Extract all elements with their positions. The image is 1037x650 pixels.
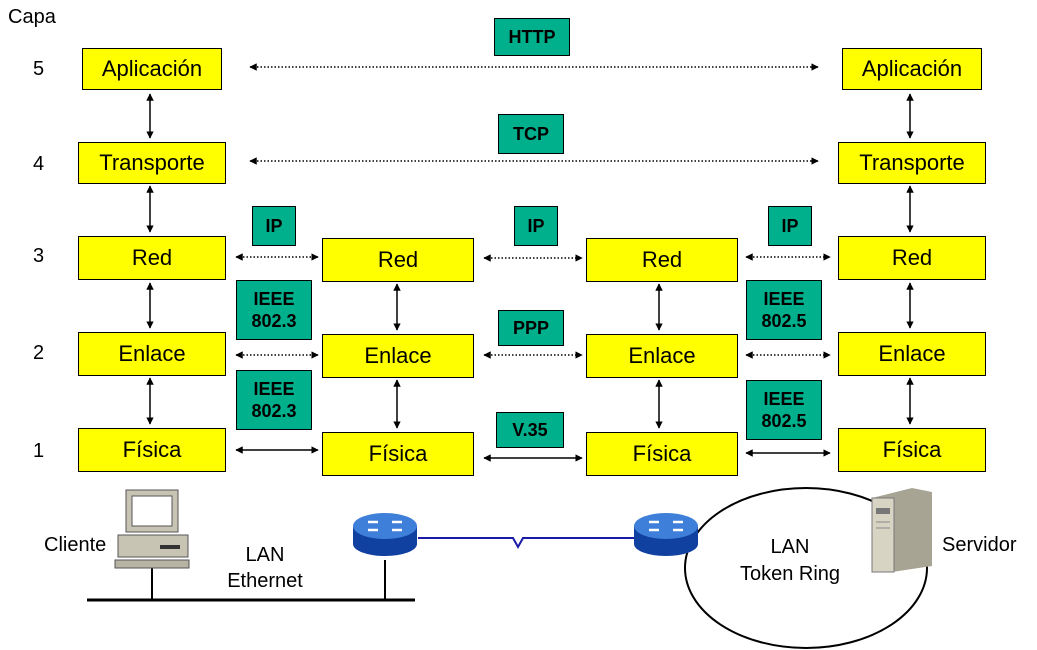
client-transport-layer: Transporte (78, 142, 226, 184)
ieee-8023-phys-tag: IEEE 802.3 (236, 370, 312, 430)
capa-heading: Capa (8, 6, 56, 28)
router-2-icon (634, 513, 698, 556)
client-link-layer: Enlace (78, 332, 226, 376)
server-label: Servidor (942, 534, 1017, 556)
ip-protocol-tag-3: IP (768, 206, 812, 246)
router-1-icon (353, 513, 417, 556)
wan-link (418, 537, 636, 550)
server-application-layer: Aplicación (842, 48, 982, 90)
ppp-protocol-tag: PPP (498, 310, 564, 346)
ip-protocol-tag-1: IP (252, 206, 296, 246)
client-label: Cliente (44, 534, 107, 556)
server-network-layer: Red (838, 236, 986, 280)
layer-number-2: 2 (33, 342, 45, 364)
ip-protocol-tag-2: IP (514, 206, 558, 246)
server-transport-layer: Transporte (838, 142, 986, 184)
router1-network-layer: Red (322, 238, 474, 282)
http-protocol-tag: HTTP (494, 18, 570, 56)
lan-ethernet-label: LAN Ethernet (227, 544, 303, 592)
client-physical-layer: Física (78, 428, 226, 472)
layer-number-5: 5 (33, 58, 45, 80)
server-link-layer: Enlace (838, 332, 986, 376)
lan-token-ring-label: LAN Token Ring (739, 536, 841, 585)
layer-number-1: 1 (33, 440, 45, 462)
router1-physical-layer: Física (322, 432, 474, 476)
v35-protocol-tag: V.35 (496, 412, 564, 448)
router1-link-layer: Enlace (322, 334, 474, 378)
client-application-layer: Aplicación (82, 48, 222, 90)
ieee-8025-link-tag: IEEE 802.5 (746, 280, 822, 340)
client-network-layer: Red (78, 236, 226, 280)
ieee-8023-link-tag: IEEE 802.3 (236, 280, 312, 340)
layer-number-4: 4 (33, 153, 45, 175)
server-physical-layer: Física (838, 428, 986, 472)
router2-link-layer: Enlace (586, 334, 738, 378)
router2-network-layer: Red (586, 238, 738, 282)
token-ring (684, 487, 928, 649)
server-icon (871, 488, 932, 573)
router2-physical-layer: Física (586, 432, 738, 476)
layer-number-3: 3 (33, 245, 45, 267)
tcp-protocol-tag: TCP (498, 114, 564, 154)
ieee-8025-phys-tag: IEEE 802.5 (746, 380, 822, 440)
client-computer-icon (114, 489, 190, 569)
